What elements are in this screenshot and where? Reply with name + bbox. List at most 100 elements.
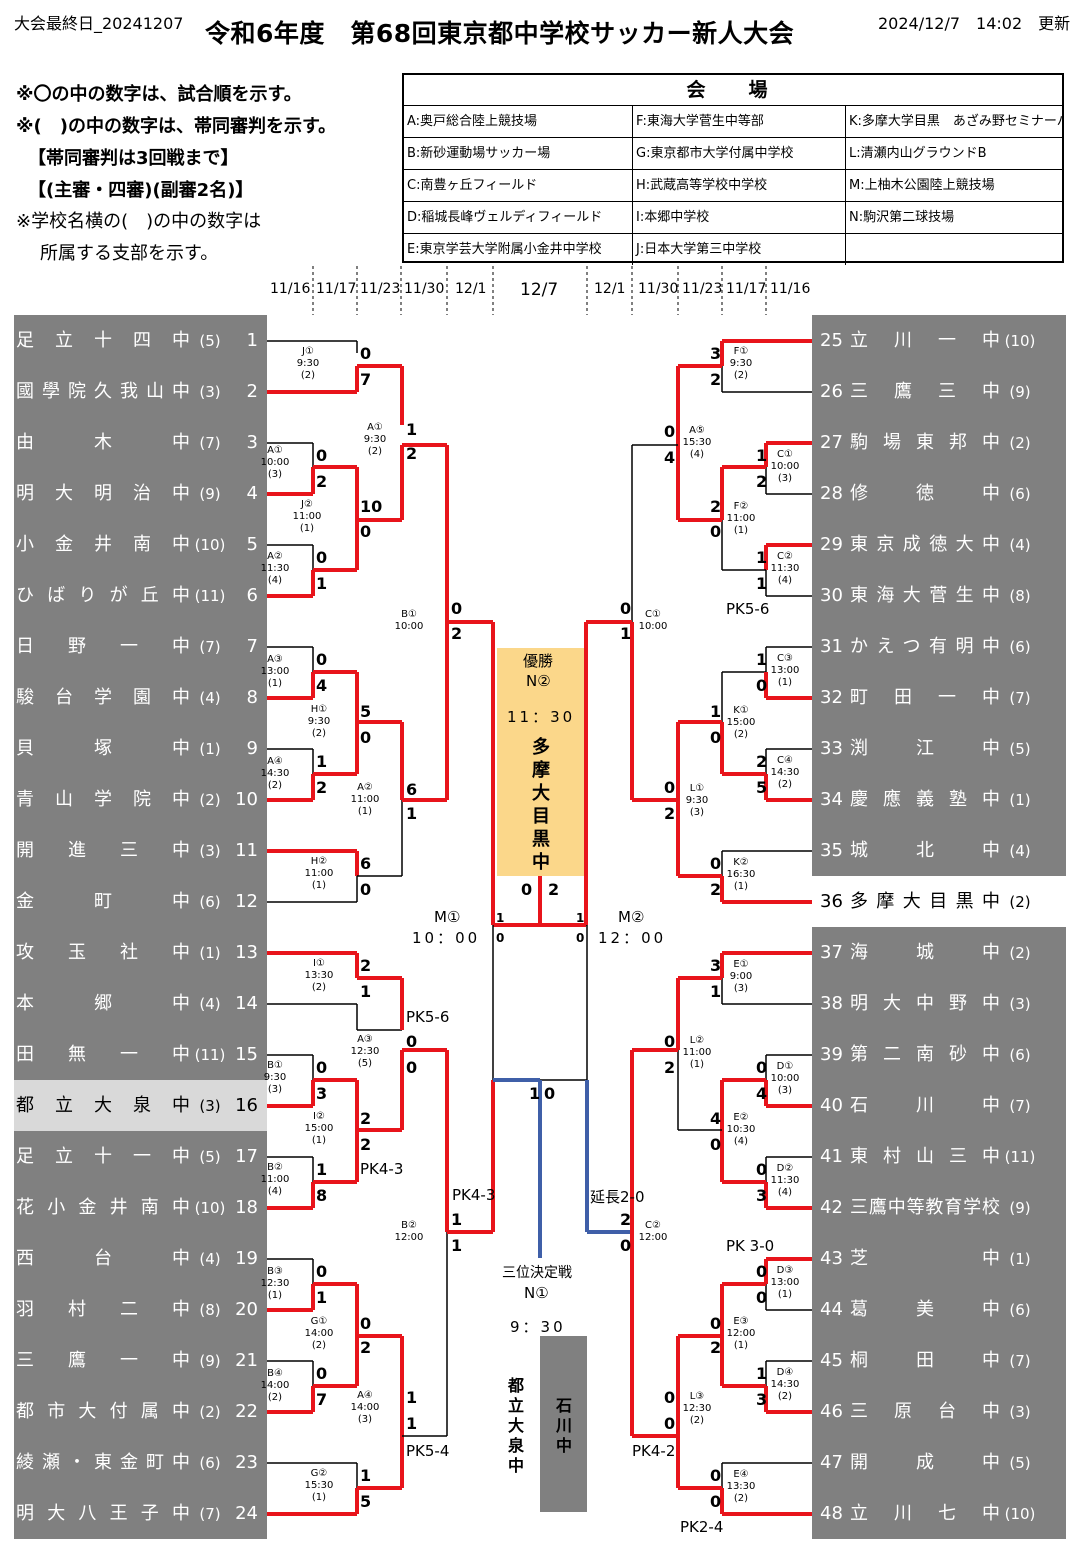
team-row-left: 攻玉社中(1)13 <box>16 927 258 978</box>
team-row-left: ひばりが丘中(11)6 <box>16 570 258 621</box>
match-time: 9:30 <box>263 1072 287 1083</box>
match-code: L③ <box>689 1391 705 1402</box>
match-score-1: 0 <box>360 344 372 363</box>
match-time: 9:00 <box>729 971 753 982</box>
match-code: B③ <box>267 1266 283 1277</box>
match-code: I① <box>313 958 325 969</box>
match-ref: (3) <box>777 1085 793 1096</box>
team-branch: (3) <box>1009 995 1031 1013</box>
match-code: A③ <box>357 1034 373 1045</box>
match-time: 14:00 <box>350 1402 380 1413</box>
team-branch: (1) <box>199 740 221 758</box>
match-ref: (2) <box>689 1415 705 1426</box>
match-ref: (4) <box>777 575 793 586</box>
match-score-2: 3 <box>756 1186 768 1205</box>
venue-cell: E:東京学芸大学附属小金井中学校 <box>404 234 633 265</box>
team-branch: (6) <box>1009 1301 1031 1319</box>
match-score-1: 0 <box>360 1314 372 1333</box>
team-name: 桐田中 <box>850 1350 1000 1371</box>
team-seed: 38 <box>820 993 843 1014</box>
match-score-2: 4 <box>316 676 328 695</box>
match-score-1: 3 <box>710 344 722 363</box>
match-score-1: 0 <box>664 1032 676 1051</box>
match-ref: (2) <box>311 1340 327 1351</box>
match-time: 14:30 <box>770 1379 800 1390</box>
team-name: 足立十四中 <box>16 330 190 351</box>
third-score-left: 1 <box>529 1084 541 1103</box>
team-branch: (10) <box>194 536 226 554</box>
team-branch: (7) <box>1009 1352 1031 1370</box>
match-time: 9:30 <box>296 358 320 369</box>
match-score-1: 0 <box>756 1262 768 1281</box>
right-team-panel <box>812 315 1066 876</box>
match-score-1: 0 <box>406 1032 418 1051</box>
team-branch: (4) <box>1009 536 1031 554</box>
match-code: J① <box>302 346 314 357</box>
match-score-2: 5 <box>756 778 768 797</box>
match-score-2: 7 <box>316 1390 328 1409</box>
match-score-2: 2 <box>664 1058 676 1077</box>
match-score-1: 1 <box>316 1160 328 1179</box>
team-row-left: 明大明治中(9)4 <box>16 468 258 519</box>
match-ref: (2) <box>311 728 327 739</box>
team-branch: (7) <box>1009 1097 1031 1115</box>
final-venue: N② <box>526 672 551 690</box>
team-name: 葛美中 <box>850 1299 1000 1320</box>
team-row-left: 西台中(4)19 <box>16 1233 258 1284</box>
match-time: 14:00 <box>260 1380 290 1391</box>
team-name: 三鷹三中 <box>850 381 1000 402</box>
team-name: 立川一中 <box>850 330 1000 351</box>
team-name: 多摩大目黒中 <box>850 891 1000 912</box>
round-date: 11/23 <box>360 281 401 297</box>
match-time: 12:30 <box>260 1278 290 1289</box>
match-score-2: 2 <box>710 1338 722 1357</box>
team-name: 明大中野中 <box>850 993 1000 1014</box>
team-name: 開進三中 <box>16 840 190 861</box>
team-name: 海城中 <box>850 942 1000 963</box>
team-seed: 48 <box>820 1503 843 1524</box>
team-branch: (10) <box>1004 332 1036 350</box>
match-score-2: 1 <box>710 982 722 1001</box>
match-code: C④ <box>777 755 793 766</box>
match-time: 10:00 <box>638 621 668 632</box>
team-branch: (8) <box>1009 587 1031 605</box>
team-seed: 9 <box>246 738 258 759</box>
team-branch: (9) <box>1009 383 1031 401</box>
venue-cell: K:多摩大学目黒 あざみ野セミナーハウス <box>846 106 1062 138</box>
note-referee: ※( )の中の数字は、帯同審判を示す。 <box>16 116 337 137</box>
match-code: B④ <box>267 1368 283 1379</box>
team-name: 駿台学園中 <box>16 687 190 708</box>
match-code: G① <box>310 1316 328 1327</box>
team-name: 三鷹中等教育学校 <box>850 1197 1000 1218</box>
match-code: H① <box>310 704 328 715</box>
team-branch: (3) <box>1009 1403 1031 1421</box>
match-ref: (2) <box>367 446 383 457</box>
match-score-1: 0 <box>710 1466 722 1485</box>
match-score-2: 0 <box>710 1492 722 1511</box>
match-code: E② <box>733 1112 749 1123</box>
match-time: 11:00 <box>726 513 756 524</box>
sf1-score-b: 0 <box>496 931 505 945</box>
match-ref: (1) <box>311 1135 327 1146</box>
match-score-2: 1 <box>316 574 328 593</box>
third-place-label: 三位決定戦 <box>502 1265 572 1281</box>
note-referee-round: 【帯同審判は3回戦まで】 <box>28 148 239 169</box>
team-branch: (4) <box>199 995 221 1013</box>
third-team-right: 石川中 <box>556 1396 573 1455</box>
match-score-1: 1 <box>710 702 722 721</box>
team-name: 慶應義塾中 <box>850 789 1000 810</box>
